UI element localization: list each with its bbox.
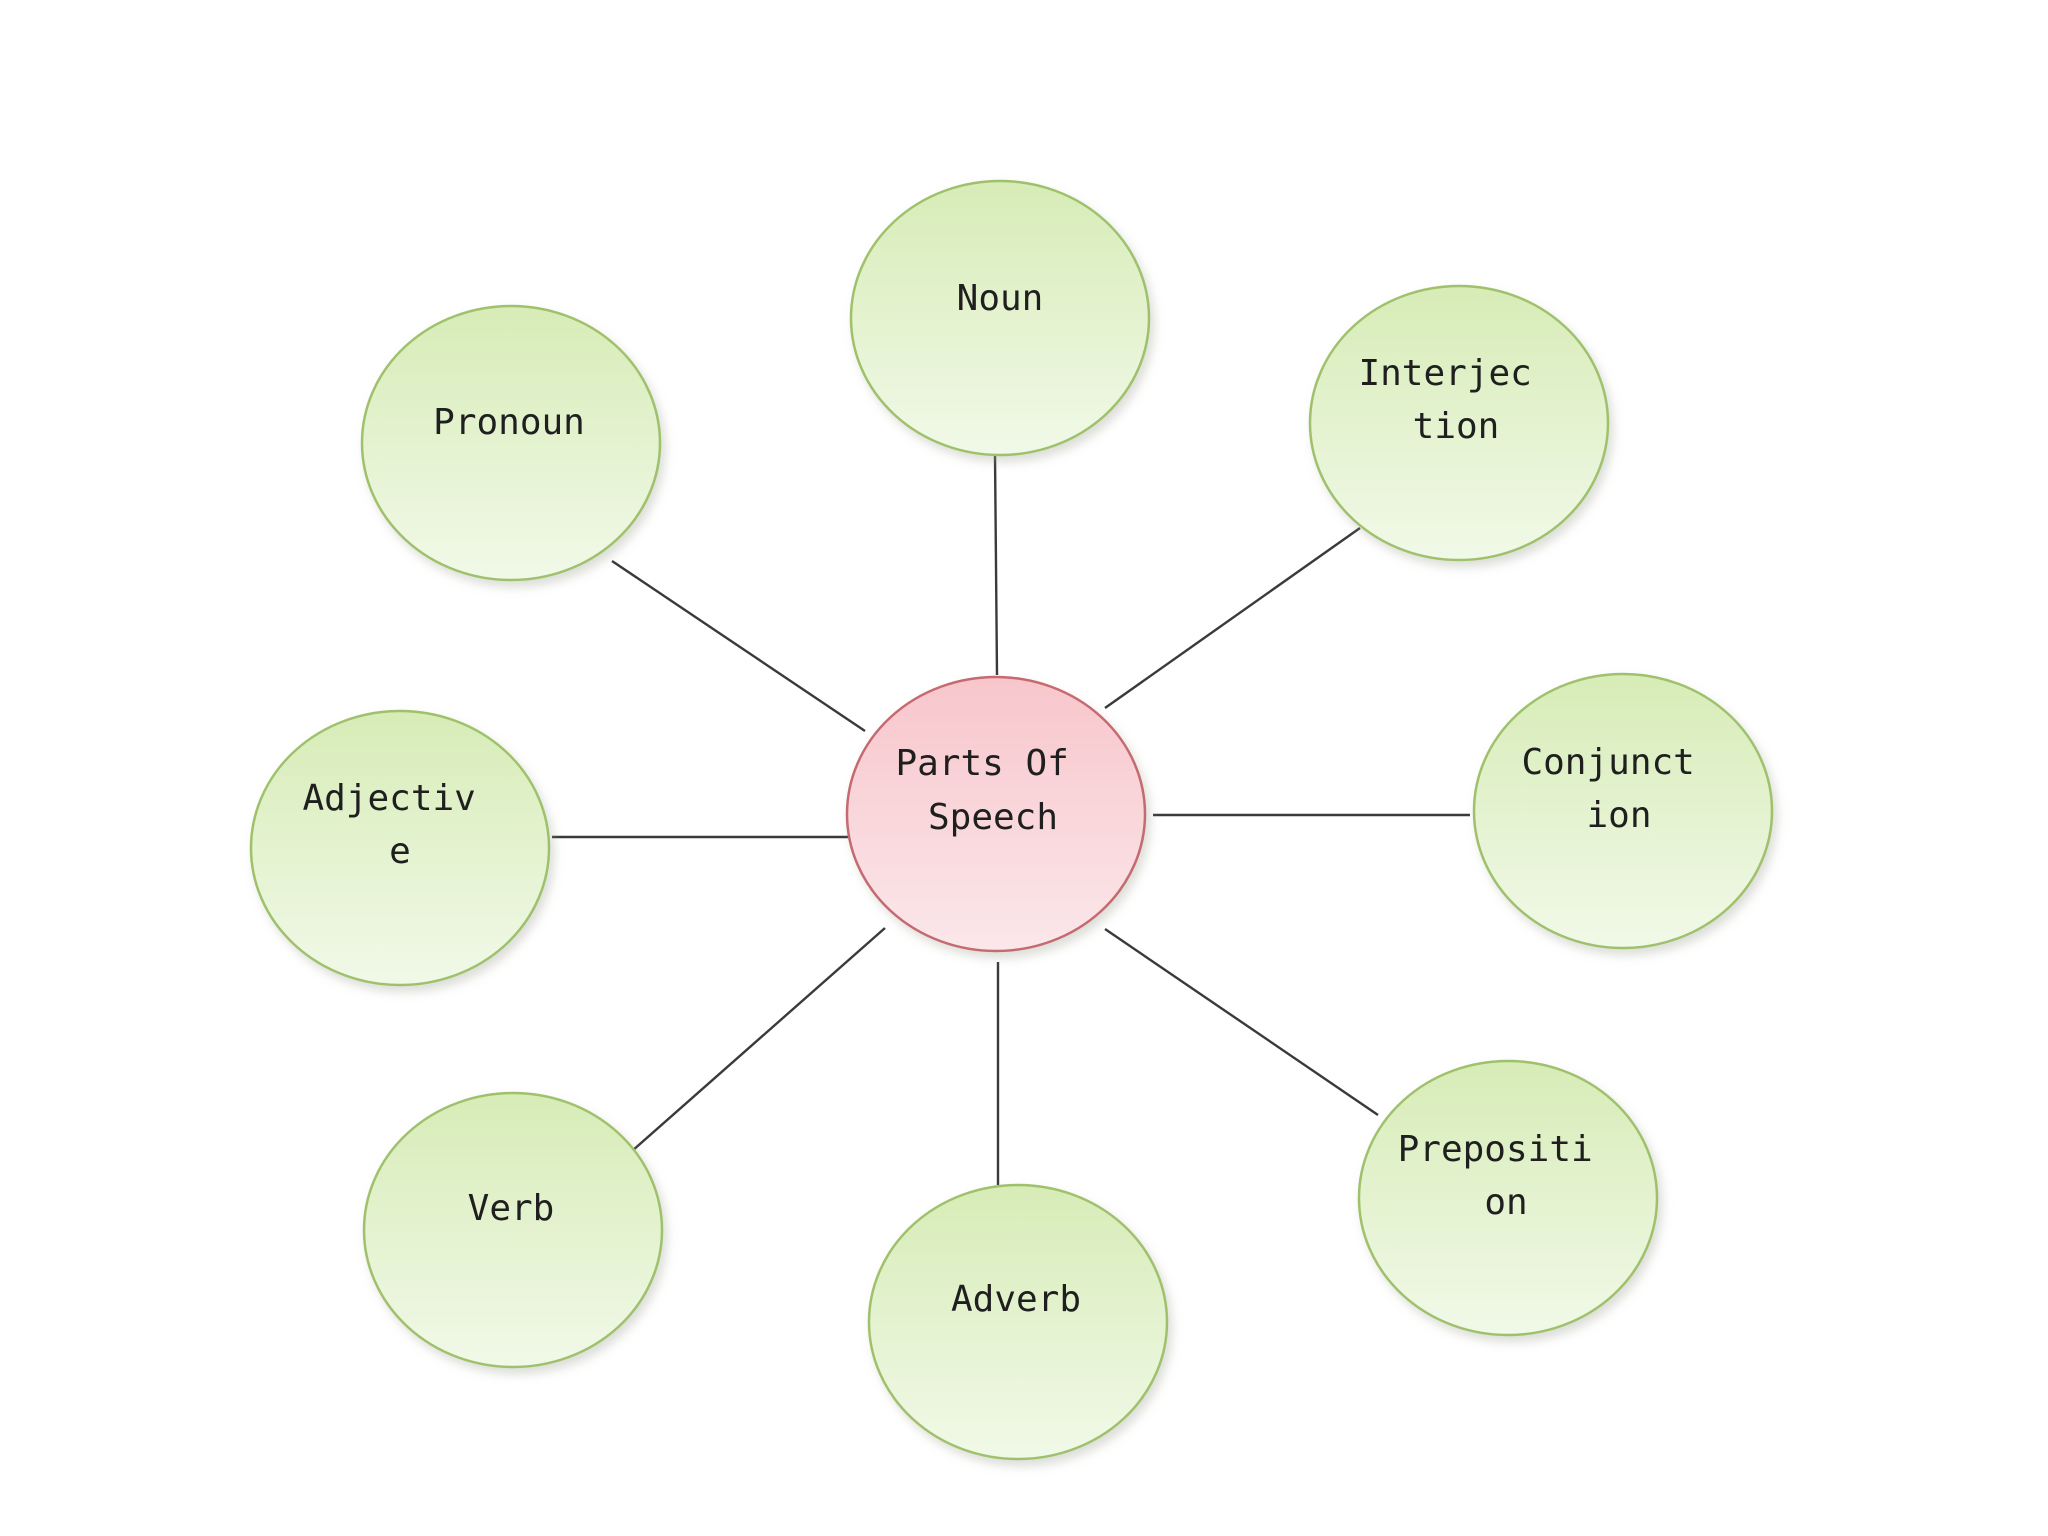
node-adverb-bubble bbox=[867, 1183, 1169, 1461]
node-conjunction-label: Conjunct ion bbox=[1521, 742, 1716, 836]
node-adjective-label: Adjectiv e bbox=[302, 778, 497, 872]
node-pronoun-label: Pronoun bbox=[433, 402, 585, 443]
connector-preposition bbox=[1104, 928, 1379, 1116]
node-pronoun-bubble bbox=[360, 304, 662, 582]
node-interjection: Interjec tion bbox=[1308, 284, 1610, 562]
connector-interjection bbox=[1104, 527, 1361, 709]
node-adverb: Adverb bbox=[867, 1183, 1169, 1461]
node-noun-bubble bbox=[849, 179, 1151, 457]
node-verb-label: Verb bbox=[468, 1188, 555, 1229]
connector-noun bbox=[993, 454, 999, 676]
node-pronoun: Pronoun bbox=[360, 304, 662, 582]
node-interjection-label: Interjec tion bbox=[1358, 353, 1553, 447]
node-verb-bubble bbox=[362, 1091, 664, 1369]
node-preposition-label: Prepositi on bbox=[1398, 1129, 1615, 1223]
node-parts-of-speech: Parts Of Speech bbox=[845, 675, 1147, 953]
node-adverb-label: Adverb bbox=[951, 1279, 1081, 1320]
node-interjection-bubble bbox=[1308, 284, 1610, 562]
node-verb: Verb bbox=[362, 1091, 664, 1369]
connector-verb bbox=[631, 927, 886, 1152]
node-preposition-bubble bbox=[1357, 1059, 1659, 1337]
node-conjunction-bubble bbox=[1472, 672, 1774, 950]
node-preposition: Prepositi on bbox=[1357, 1059, 1659, 1337]
center-node-bubble bbox=[845, 675, 1147, 953]
node-conjunction: Conjunct ion bbox=[1472, 672, 1774, 950]
node-adjective-bubble bbox=[249, 709, 551, 987]
center-node-label: Parts Of Speech bbox=[895, 743, 1090, 838]
node-noun: Noun bbox=[849, 179, 1151, 457]
connector-pronoun bbox=[611, 560, 866, 732]
connectors bbox=[552, 454, 1470, 1185]
node-noun-label: Noun bbox=[957, 278, 1044, 319]
node-adjective: Adjectiv e bbox=[249, 709, 551, 987]
